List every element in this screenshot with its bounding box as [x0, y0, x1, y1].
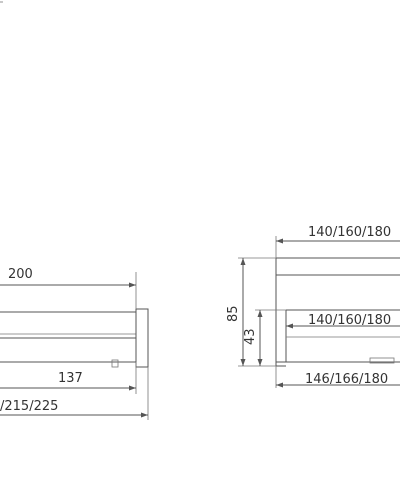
front-view-headboard: [275, 257, 400, 366]
side-view-bed-outline: [0, 308, 149, 368]
dim-side-inner-length: 137: [0, 362, 137, 394]
dim-side-inner-length-label: 137: [58, 371, 83, 386]
front-view: 140/160/180 140/160/180 146/166/180 85: [226, 225, 400, 388]
dim-front-seat-height-label: 43: [243, 328, 258, 345]
dim-front-mid-width-label: 140/160/180: [308, 313, 391, 328]
dim-front-total-height-label: 85: [226, 305, 241, 322]
dim-front-total-height: 85: [226, 257, 276, 367]
side-view-headboard: [135, 308, 149, 368]
dim-front-top-width-label: 140/160/180: [308, 225, 391, 240]
dim-front-top-width: 140/160/180: [275, 225, 400, 258]
dim-side-total-length-label: /215/225: [0, 399, 58, 414]
dim-side-total-length: /215/225: [0, 367, 149, 420]
side-view: 200 137 /215/225: [0, 267, 149, 420]
dim-front-seat-height: 43: [243, 309, 286, 366]
front-view-foot: [369, 357, 395, 364]
dim-side-length: 200: [0, 267, 137, 309]
dim-front-mid-width: 140/160/180: [286, 313, 400, 329]
dim-front-bottom-width: 146/166/180: [275, 366, 400, 388]
front-view-frame: [276, 309, 400, 367]
dim-front-bottom-width-label: 146/166/180: [305, 372, 388, 387]
side-view-foot: [111, 359, 119, 368]
dim-side-length-label: 200: [8, 267, 33, 282]
